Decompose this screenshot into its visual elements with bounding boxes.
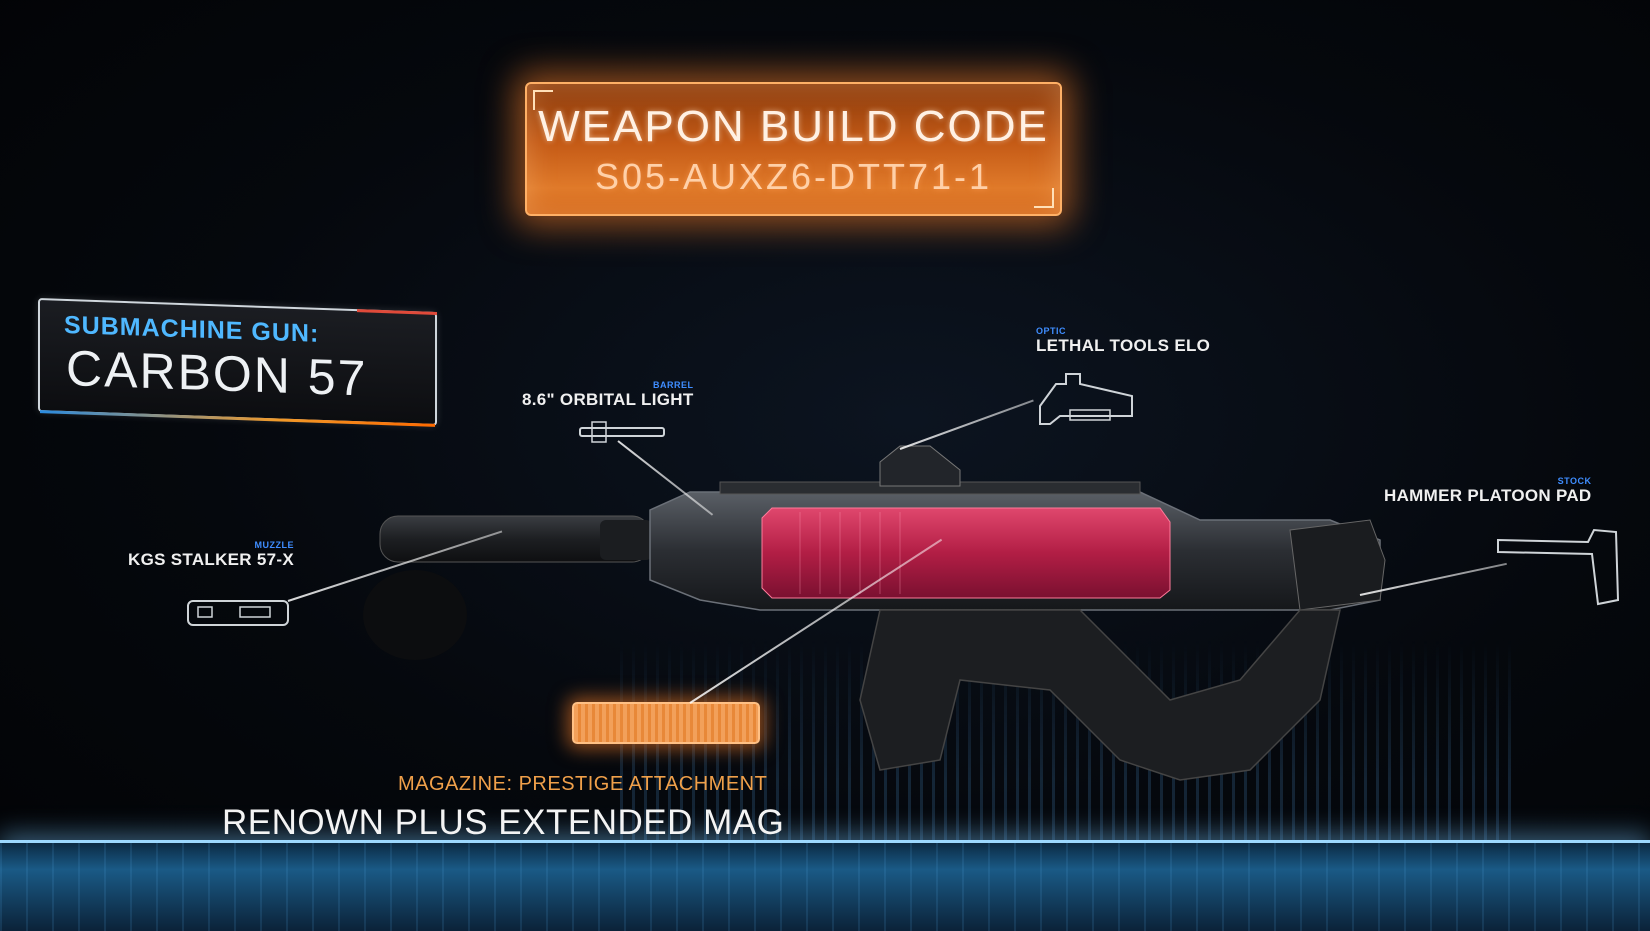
magazine-icon	[572, 702, 760, 744]
leader-line-stock	[1359, 562, 1507, 596]
panel-accent-bar	[40, 410, 435, 427]
callout-stock[interactable]: STOCK HAMMER PLATOON PAD	[1384, 476, 1592, 506]
weapon-name: CARBON 57	[66, 340, 368, 407]
attachment-name: KGS STALKER 57-X	[128, 550, 295, 569]
build-code-value: S05-AUXZ6-DTT71-1	[594, 156, 993, 197]
build-code-panel: WEAPON BUILD CODE S05-AUXZ6-DTT71-1	[525, 82, 1062, 216]
magazine-name: RENOWN PLUS EXTENDED MAG	[222, 803, 785, 842]
attachment-slot-label: OPTIC	[1036, 326, 1067, 336]
leader-line-optic	[899, 399, 1034, 450]
stock-icon	[1494, 524, 1624, 608]
callout-optic[interactable]: OPTIC LETHAL TOOLS ELO	[1036, 326, 1210, 356]
optic-icon	[1036, 366, 1140, 430]
attachment-slot-label: BARREL	[653, 380, 694, 390]
attachment-name: LETHAL TOOLS ELO	[1036, 336, 1211, 355]
attachment-name: HAMMER PLATOON PAD	[1384, 486, 1592, 505]
magazine-slot-label: MAGAZINE: PRESTIGE ATTACHMENT	[398, 773, 768, 795]
attachment-slot-label: MUZZLE	[254, 540, 295, 550]
callout-muzzle[interactable]: MUZZLE KGS STALKER 57-X	[128, 540, 294, 570]
leader-line-barrel	[617, 440, 714, 516]
callout-barrel[interactable]: BARREL 8.6" ORBITAL LIGHT	[522, 380, 694, 410]
attachment-name: 8.6" ORBITAL LIGHT	[522, 390, 694, 409]
build-code-title: WEAPON BUILD CODE	[538, 102, 1049, 151]
attachment-slot-label: STOCK	[1557, 476, 1592, 486]
muzzle-icon	[186, 597, 292, 629]
leader-line-muzzle	[287, 530, 503, 602]
panel-accent-top	[357, 309, 437, 315]
display-floor	[0, 840, 1650, 931]
weapon-name-panel: SUBMACHINE GUN: CARBON 57	[38, 298, 437, 427]
barrel-icon	[578, 418, 668, 450]
